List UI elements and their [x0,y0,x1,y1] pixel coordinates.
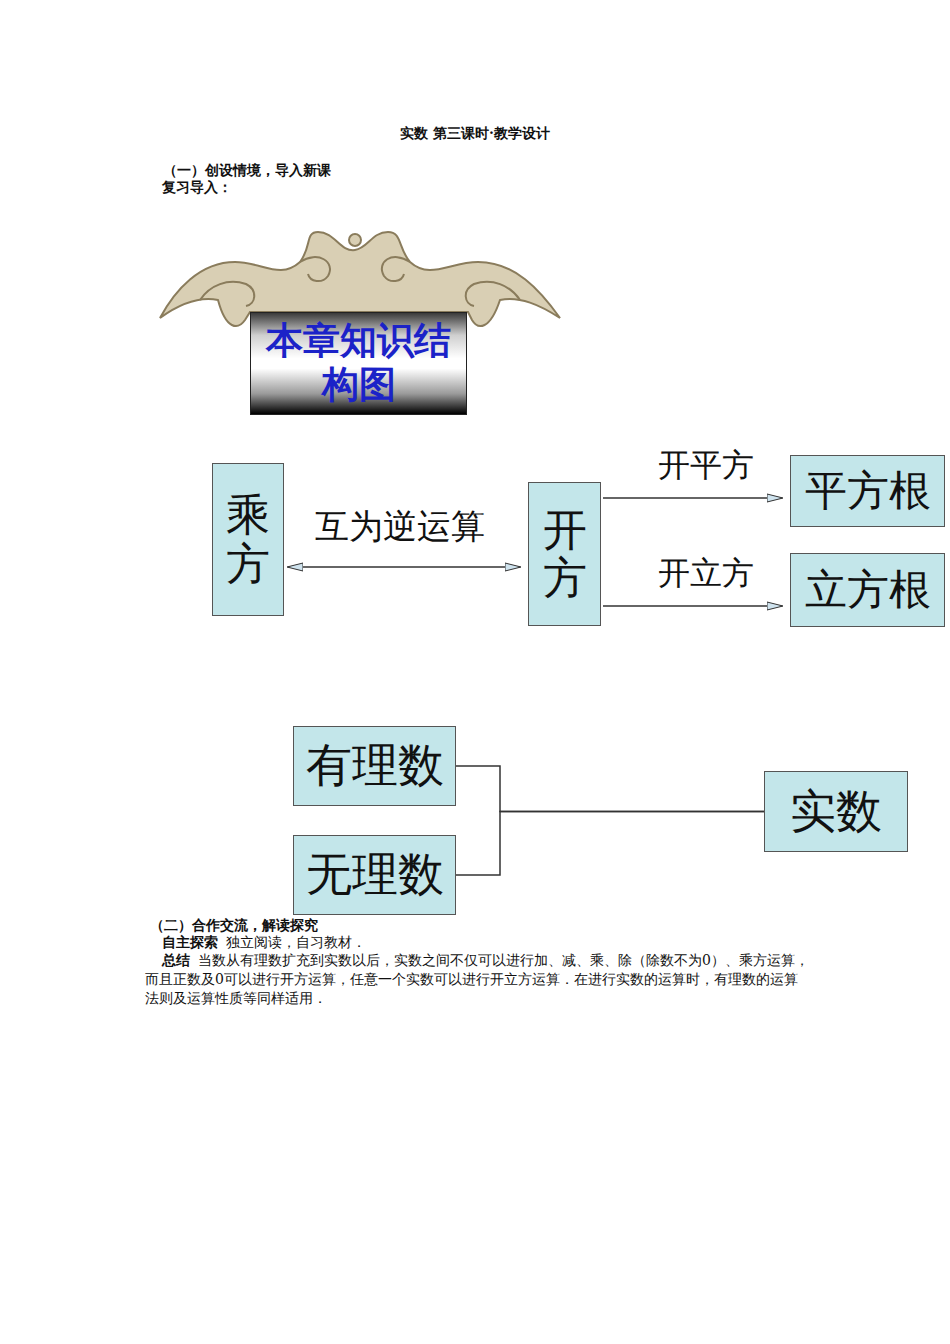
node-text: 开方 [543,506,587,603]
number-box: 实数 [764,771,908,852]
arrow-connector [603,497,782,499]
run-in-heading: 自主探索 [162,934,218,950]
node-text: 乘方 [226,491,270,588]
text-line: 自主探索独立阅读，自习教材． [162,933,812,951]
concept-box: 开方 [528,482,601,626]
concept-box: 乘方 [212,463,284,616]
number-box: 无理数 [293,835,456,915]
body-text: 当数从有理数扩充到实数以后，实数之间不仅可以进行加、减、乘、除（除数不为0）、乘… [145,952,809,1006]
bracket-connector [456,766,764,812]
arrow-connector [603,605,782,607]
bracket-connector [456,812,764,876]
page-title: 实数 第三课时·教学设计 [0,124,950,142]
node-text: 有理数 [306,738,444,793]
node-text: 无理数 [306,847,444,902]
node-text: 立方根 [805,565,931,615]
body-text: 独立阅读，自习教材． [226,934,366,950]
node-text: 本章知识结构图 [257,319,460,408]
concept-box: 平方根 [790,455,945,527]
arrow-connector [288,566,520,568]
edge-label: 开平方 [655,444,757,488]
chapter-plate: 本章知识结构图 [250,312,467,415]
run-in-heading: 总结 [162,952,190,968]
section-heading: （一）创设情境，导入新课 [163,161,331,179]
node-text: 平方根 [805,466,931,516]
concept-box: 立方根 [790,553,945,627]
edge-label: 互为逆运算 [312,504,488,550]
number-box: 有理数 [293,726,456,806]
section-heading: （二）合作交流，解读探究 [150,916,318,934]
edge-label: 开立方 [655,552,757,596]
node-text: 实数 [790,784,882,839]
sub-heading: 复习导入： [162,178,232,196]
paragraph: 总结当数从有理数扩充到实数以后，实数之间不仅可以进行加、减、乘、除（除数不为0）… [145,951,810,1008]
